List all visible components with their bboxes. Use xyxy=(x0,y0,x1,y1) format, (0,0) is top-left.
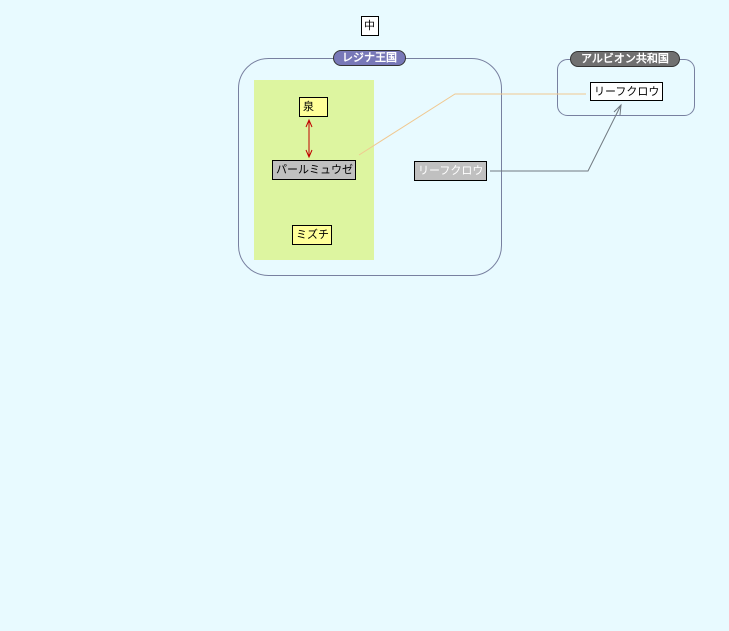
group-label-albion: アルビオン共和国 xyxy=(570,51,680,67)
arrow-up-icon xyxy=(305,118,313,128)
title-node[interactable]: 中 xyxy=(361,16,379,36)
arrow-head-icon xyxy=(613,103,622,116)
node-leaf-white[interactable]: リーフクロウ xyxy=(590,82,663,101)
node-izumi[interactable]: 泉 xyxy=(299,97,328,117)
node-pearl[interactable]: パールミュウゼ xyxy=(272,160,356,180)
arrow-down-icon xyxy=(305,149,313,159)
gray-link xyxy=(490,104,622,172)
node-leaf-gray[interactable]: リーフクロウ xyxy=(414,161,487,181)
node-mizuchi[interactable]: ミズチ xyxy=(292,225,332,245)
orange-link xyxy=(358,93,586,156)
group-label-regina: レジナ王国 xyxy=(333,50,406,66)
